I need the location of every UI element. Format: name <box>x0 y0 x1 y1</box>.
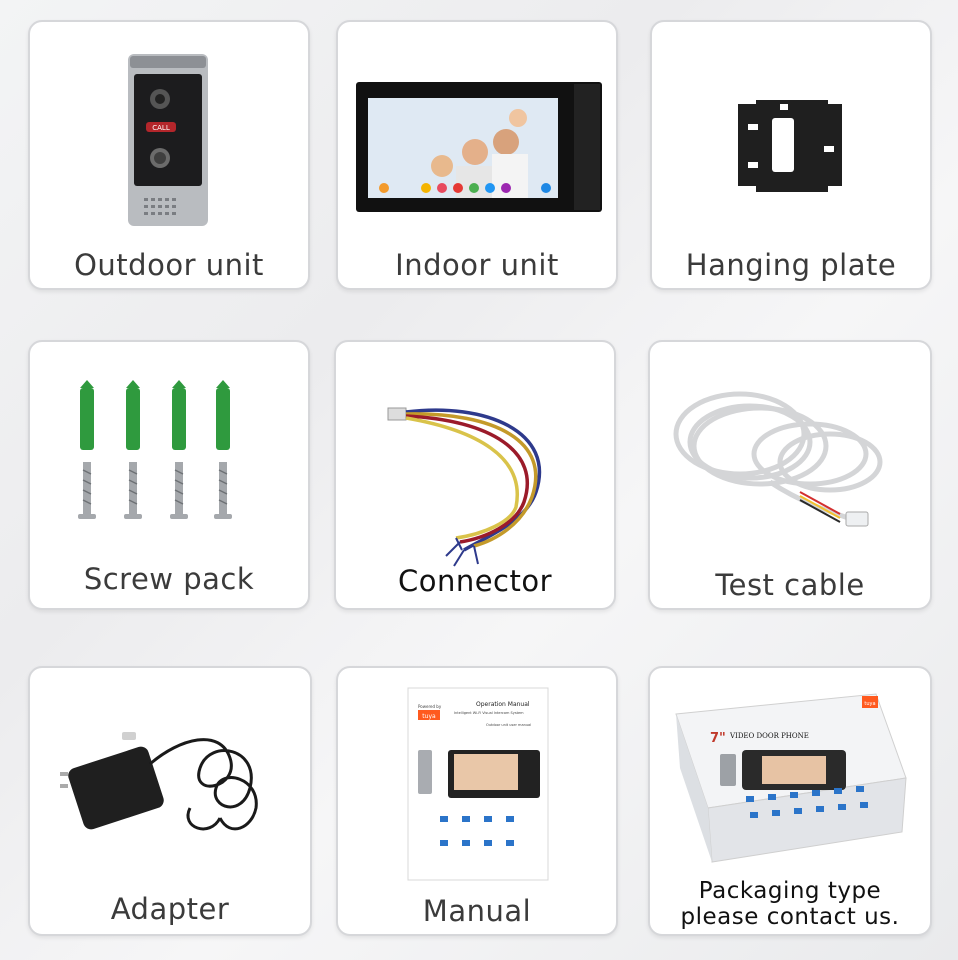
item-card-outdoor-unit: CALL Outdoor unit <box>28 20 310 290</box>
item-label-line2: please contact us. <box>680 904 900 930</box>
svg-text:tuya: tuya <box>422 713 436 720</box>
svg-text:Intelligent Wi-Fi Visual Inter: Intelligent Wi-Fi Visual Intercom System <box>454 711 524 715</box>
svg-text:Operation Manual: Operation Manual <box>476 701 530 708</box>
item-card-indoor-unit: Indoor unit <box>336 20 618 290</box>
svg-text:Outdoor unit user manual: Outdoor unit user manual <box>486 723 531 727</box>
indoor-unit-image <box>356 82 602 212</box>
item-label: Manual <box>422 894 532 928</box>
hanging-plate-image <box>738 100 842 192</box>
item-card-adapter: Adapter <box>28 666 312 936</box>
item-label: Hanging plate <box>685 248 897 282</box>
item-card-packaging-type: 7" VIDEO DOOR PHONE tuya Packaging type … <box>648 666 932 936</box>
manual-image: Powered by tuya Operation Manual Intelli… <box>407 687 549 881</box>
svg-text:7": 7" <box>710 731 726 746</box>
item-card-screw-pack: Screw pack <box>28 340 310 610</box>
item-label: Outdoor unit <box>74 248 264 282</box>
item-label: Connector <box>397 564 553 598</box>
item-label: Screw pack <box>83 562 255 596</box>
item-card-manual: Powered by tuya Operation Manual Intelli… <box>336 666 618 936</box>
test-cable-image <box>673 391 883 527</box>
package-box-image: 7" VIDEO DOOR PHONE tuya <box>675 693 907 863</box>
item-card-hanging-plate: Hanging plate <box>650 20 932 290</box>
item-card-connector: Connector <box>334 340 616 610</box>
item-label: Indoor unit <box>395 248 559 282</box>
svg-text:Powered by: Powered by <box>418 704 442 709</box>
item-card-test-cable: Test cable <box>648 340 932 610</box>
item-label: Adapter <box>110 892 230 926</box>
svg-text:tuya: tuya <box>864 701 875 707</box>
screw-pack-image <box>78 380 232 519</box>
outdoor-unit-image: CALL <box>128 54 208 226</box>
item-label: Test cable <box>715 568 865 602</box>
adapter-image <box>60 732 258 831</box>
connector-image <box>387 407 542 567</box>
item-label-line1: Packaging type <box>698 878 882 904</box>
svg-text:VIDEO DOOR PHONE: VIDEO DOOR PHONE <box>729 732 809 740</box>
svg-text:CALL: CALL <box>152 124 170 132</box>
